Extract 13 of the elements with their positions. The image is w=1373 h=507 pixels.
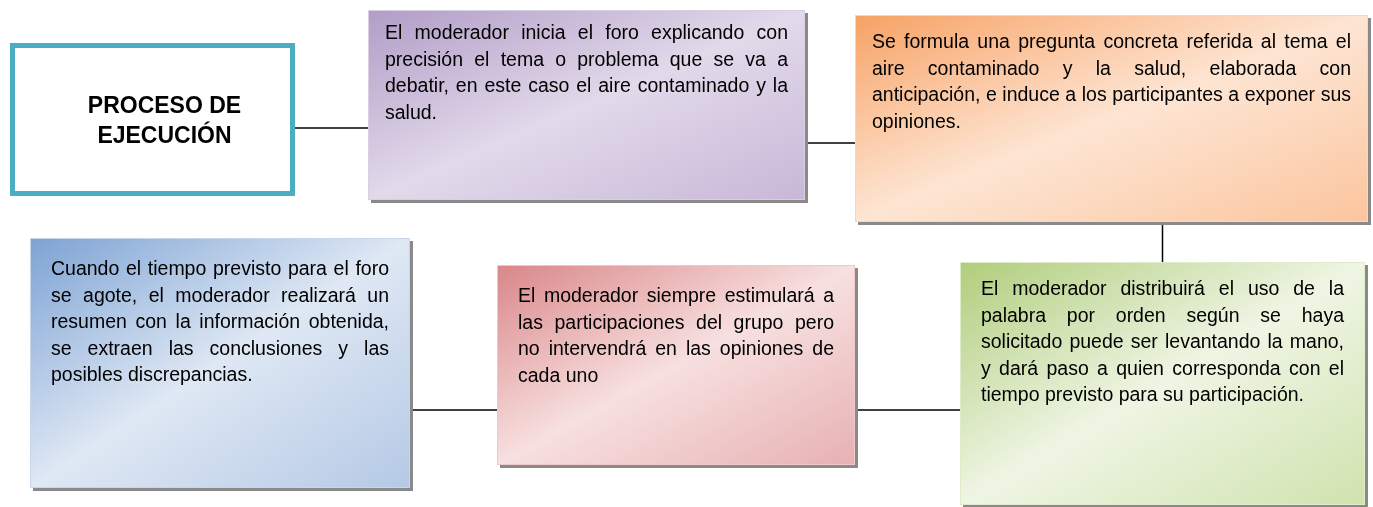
text-box (497, 265, 855, 465)
body-text: Se formula una pregunta concreta referida al tema el aire contaminado y la salud, elaborada con anticipación, e induce a los participantes a exponer sus opiniones. (872, 29, 1351, 134)
text-box (960, 262, 1365, 505)
title-text: PROCESO DE EJECUCIÓN (86, 90, 243, 150)
title-box (10, 43, 295, 196)
text-box (368, 10, 805, 200)
body-text: El moderador inicia el foro explicando con precisión el tema o problema que se va a debatir, en este caso el aire contaminado y la salud. (385, 20, 788, 125)
text-box (855, 15, 1368, 222)
body-text: El moderador siempre estimulará a las participaciones del grupo pero no intervendrá en las opiniones de cada uno (518, 283, 834, 388)
text-box (30, 238, 410, 488)
body-text: Cuando el tiempo previsto para el foro se agote, el moderador realizará un resumen con la información obtenida, se extraen las conclusiones y las posibles discrepancias. (51, 256, 389, 387)
body-text: El moderador distribuirá el uso de la palabra por orden según se haya solicitado puede ser levantando la mano, y dará paso a quien corresponda con el tiempo previsto para su participación. (981, 276, 1344, 407)
connector-line (294, 127, 369, 129)
